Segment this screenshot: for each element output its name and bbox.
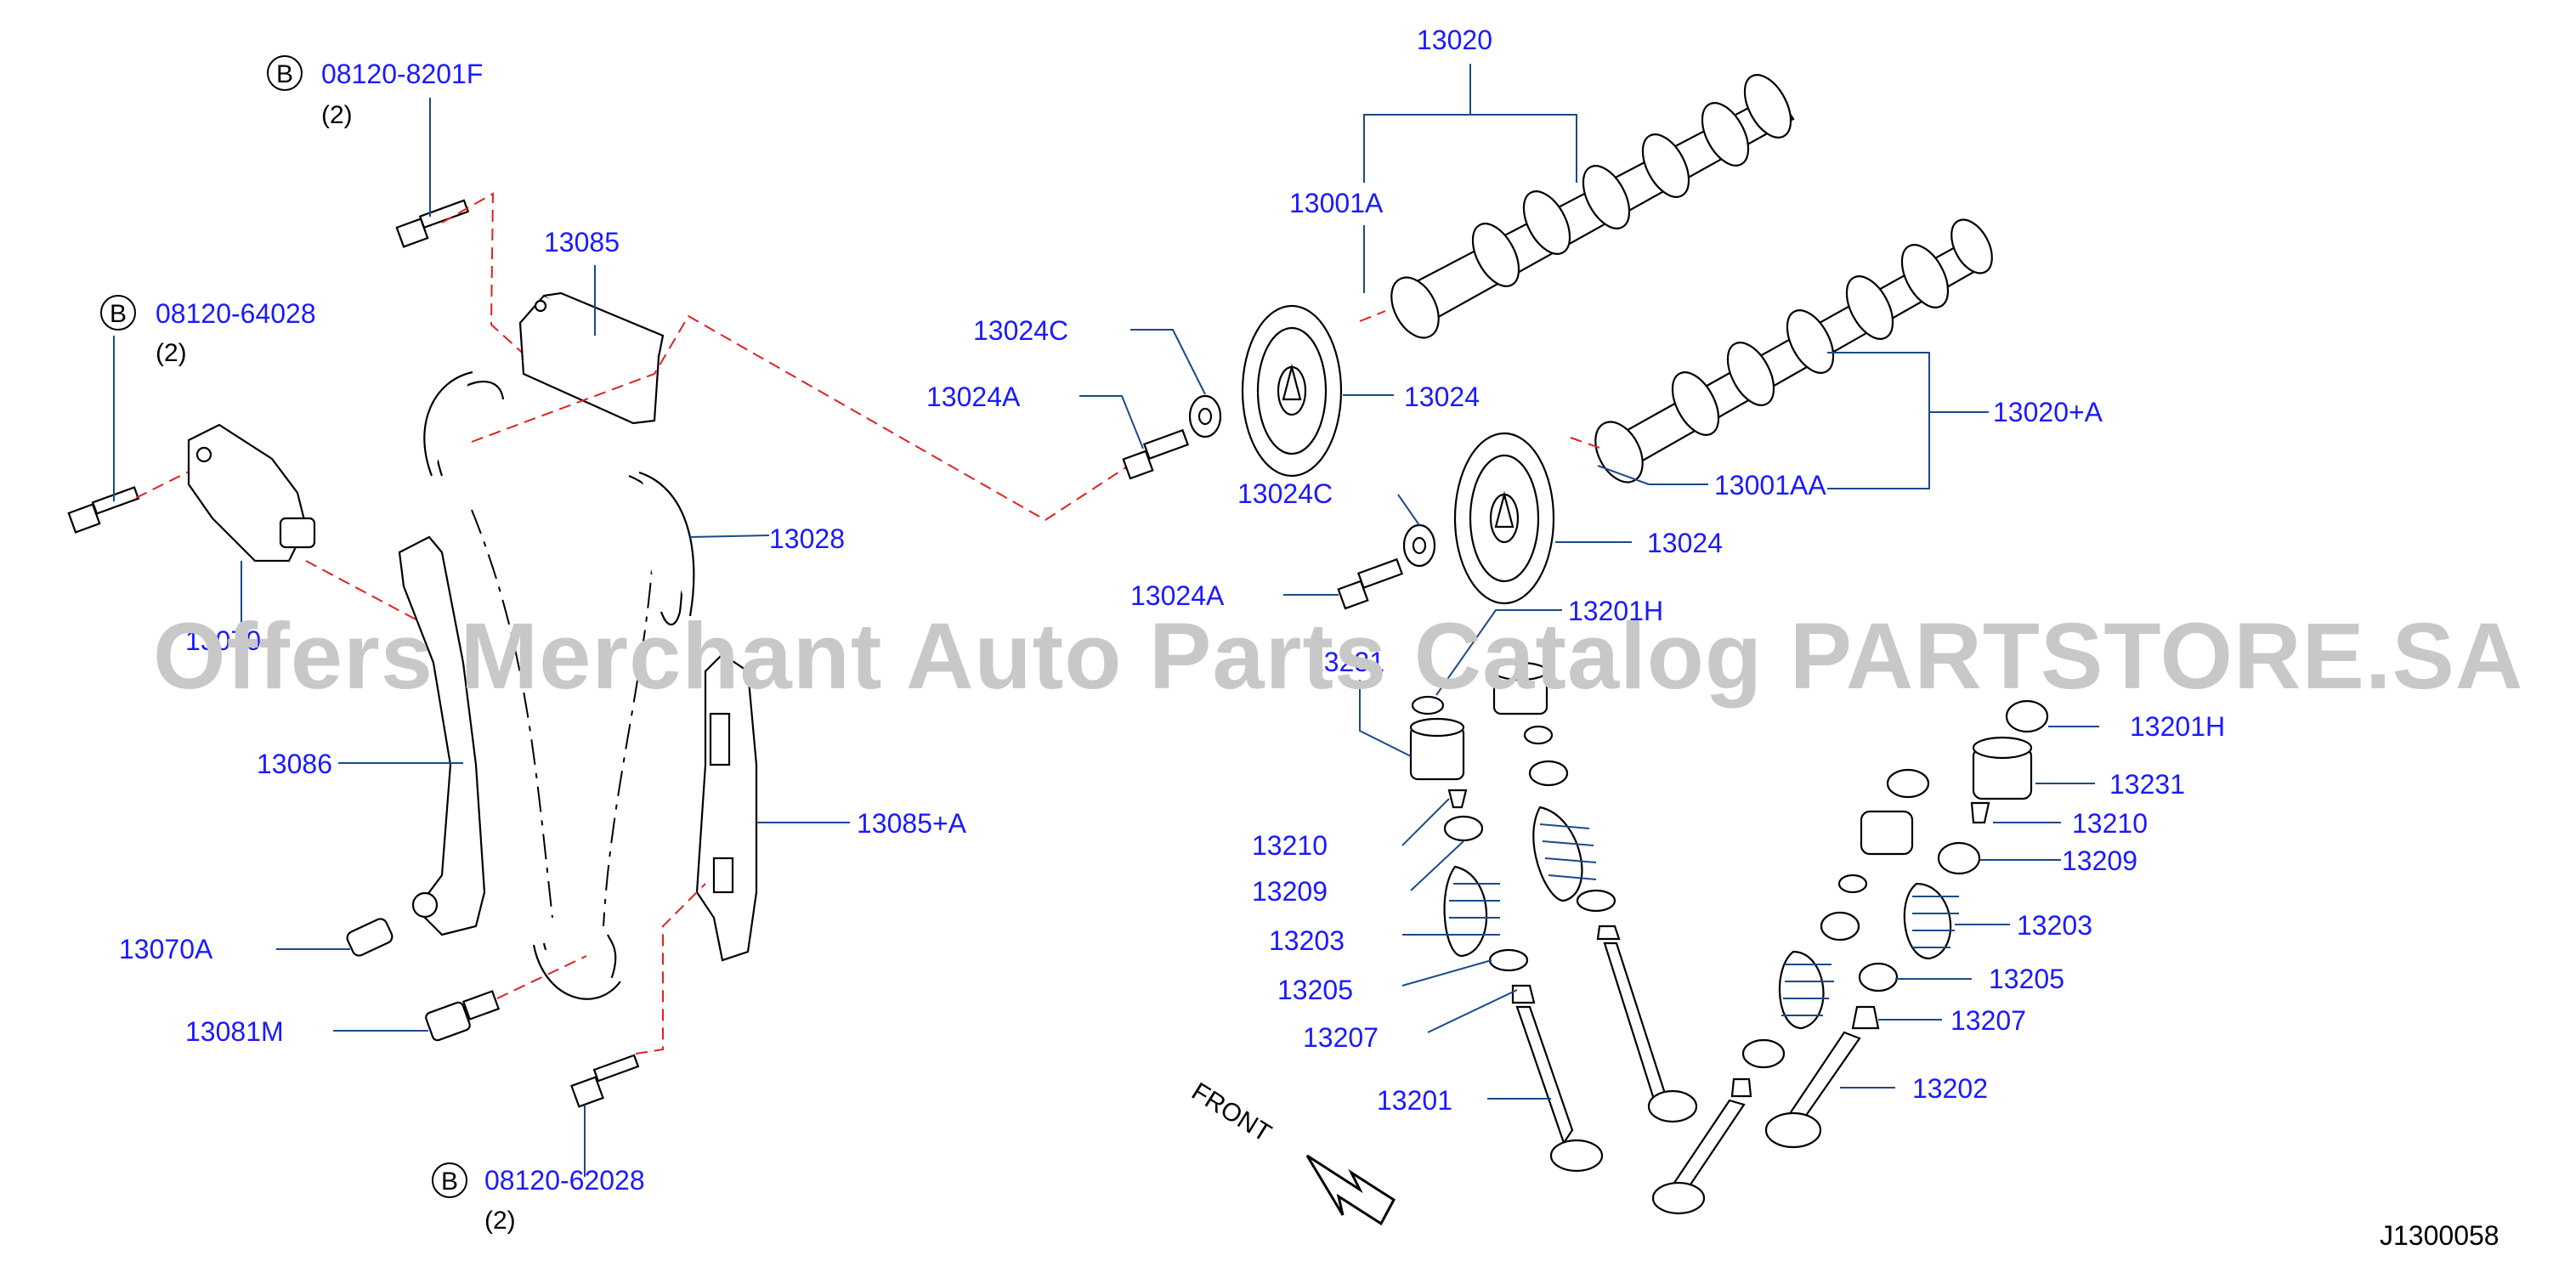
label-13070A: 13070A	[119, 934, 213, 964]
valve-lifter-right	[1972, 736, 2033, 800]
label-13205-2: 13205	[1989, 964, 2064, 994]
valve-cotter-right	[1970, 801, 1990, 824]
label-13028: 13028	[769, 523, 845, 554]
bolt-callout-3-circle: B	[441, 1168, 458, 1196]
bolt-callout-3-qty: (2)	[484, 1207, 516, 1235]
bolt-callout-3-part: 08120-62028	[484, 1165, 645, 1196]
camshaft-lower	[1594, 218, 1993, 483]
cam-sprocket-upper	[1241, 304, 1343, 478]
valve-shim-right	[2005, 699, 2049, 733]
bolt-callout-1-part: 08120-8201F	[321, 59, 483, 89]
upper-chain-guide	[518, 291, 665, 425]
label-13231-2: 13231	[2109, 769, 2185, 800]
label-13209-1: 13209	[1252, 876, 1328, 907]
label-13085: 13085	[544, 227, 620, 257]
label-13001A: 13001A	[1289, 188, 1384, 218]
washer-13024C-lower	[1402, 523, 1436, 568]
label-13210-2: 13210	[2072, 808, 2148, 839]
label-13024C-1: 13024C	[973, 315, 1068, 346]
label-13024C-2: 13024C	[1237, 478, 1333, 509]
label-13086: 13086	[257, 749, 332, 779]
bolt-callout-2-part: 08120-64028	[156, 298, 316, 329]
diagram-reference-code: J1300058	[2380, 1220, 2500, 1251]
valve-stack-middle	[1651, 768, 1930, 1215]
watermark: Offers Merchant Auto Parts Catalog PARTS…	[153, 604, 2523, 709]
chain-tensioner	[187, 423, 316, 563]
camshaft-upper	[1390, 74, 1795, 339]
label-13203-1: 13203	[1269, 925, 1345, 956]
slack-guide	[398, 535, 486, 936]
label-13205-1: 13205	[1277, 975, 1353, 1005]
valve-lifter-upper	[1409, 717, 1465, 781]
label-13020: 13020	[1417, 25, 1492, 55]
exhaust-valve-right	[1764, 1031, 1861, 1149]
timing-chain	[423, 370, 695, 1000]
label-13203-2: 13203	[2017, 910, 2092, 941]
valve-guide-right	[1851, 1005, 1880, 1030]
bolt-callout-2-circle: B	[110, 300, 127, 328]
label-13231-1: 13231	[1309, 647, 1384, 677]
label-13209-2: 13209	[2062, 845, 2137, 876]
label-13024A-2: 13024A	[1130, 580, 1225, 611]
label-13210-1: 13210	[1252, 830, 1328, 861]
label-13201H-2: 13201H	[2130, 711, 2225, 742]
label-13020A: 13020+A	[1993, 397, 2103, 427]
bolt-callout-1-qty: (2)	[321, 101, 353, 129]
label-13201H-1: 13201H	[1568, 596, 1663, 626]
label-13207-2: 13207	[1950, 1005, 2026, 1036]
label-13024-1: 13024	[1404, 382, 1480, 412]
label-13024A-1: 13024A	[926, 382, 1021, 412]
bolt-08120-8201F	[395, 199, 470, 248]
part-labels: B 08120-8201F (2) B 08120-64028 (2) B 08…	[100, 25, 2500, 1251]
bolt-08120-62028	[570, 1054, 640, 1108]
label-13202: 13202	[1912, 1073, 1988, 1104]
front-label: FRONT	[1186, 1077, 1276, 1148]
label-13024-2: 13024	[1647, 528, 1723, 558]
cam-sprocket-lower	[1453, 432, 1555, 605]
tension-guide	[695, 653, 758, 962]
label-13081M: 13081M	[185, 1016, 284, 1047]
label-13201: 13201	[1377, 1085, 1452, 1116]
label-13207-1: 13207	[1303, 1022, 1379, 1053]
pin-13070A	[346, 918, 393, 957]
washer-13024C-upper	[1188, 394, 1222, 438]
valve-spring-right	[1903, 882, 1959, 960]
label-13001AA: 13001AA	[1714, 470, 1826, 500]
pivot-bolt-13081M	[425, 990, 501, 1042]
valve-shim-upper	[1411, 695, 1445, 715]
bolt-08120-64028	[67, 486, 140, 534]
label-13085A: 13085+A	[857, 808, 967, 839]
bolt-13024A-upper	[1122, 428, 1190, 480]
front-arrow	[1305, 1154, 1396, 1226]
valve-seat-right	[1858, 962, 1899, 992]
label-13070: 13070	[185, 625, 261, 656]
bolt-callout-1-circle: B	[276, 60, 293, 88]
bolt-13024A-lower	[1337, 557, 1404, 610]
bolt-callout-2-qty: (2)	[156, 339, 187, 367]
valve-retainer-right	[1937, 841, 1981, 875]
valve-stack-left	[1443, 789, 1604, 1173]
valve-stack-center	[1492, 661, 1698, 1123]
